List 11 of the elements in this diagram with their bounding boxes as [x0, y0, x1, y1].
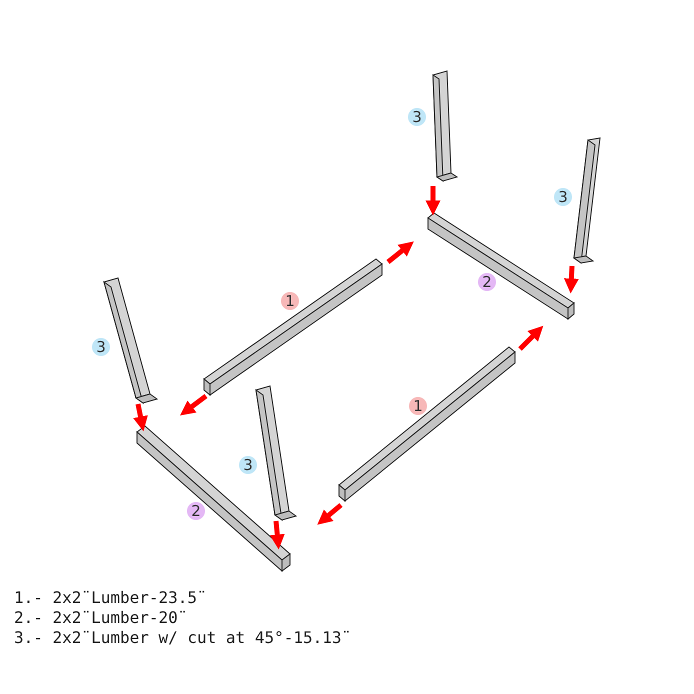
callout-number: 2 [478, 273, 496, 291]
callout-number: 1 [281, 292, 299, 310]
callout-number: 2 [187, 502, 205, 520]
parts-list-item: 1.- 2x2¨Lumber-23.5¨ [14, 588, 207, 607]
callout-number: 3 [92, 338, 110, 356]
parts-list-item: 2.- 2x2¨Lumber-20¨ [14, 608, 188, 627]
parts-list-item: 3.- 2x2¨Lumber w/ cut at 45°-15.13¨ [14, 628, 352, 647]
callout-number: 1 [409, 397, 427, 415]
callout-number: 3 [408, 108, 426, 126]
callout-number: 3 [239, 456, 257, 474]
callout-number: 3 [554, 188, 572, 206]
